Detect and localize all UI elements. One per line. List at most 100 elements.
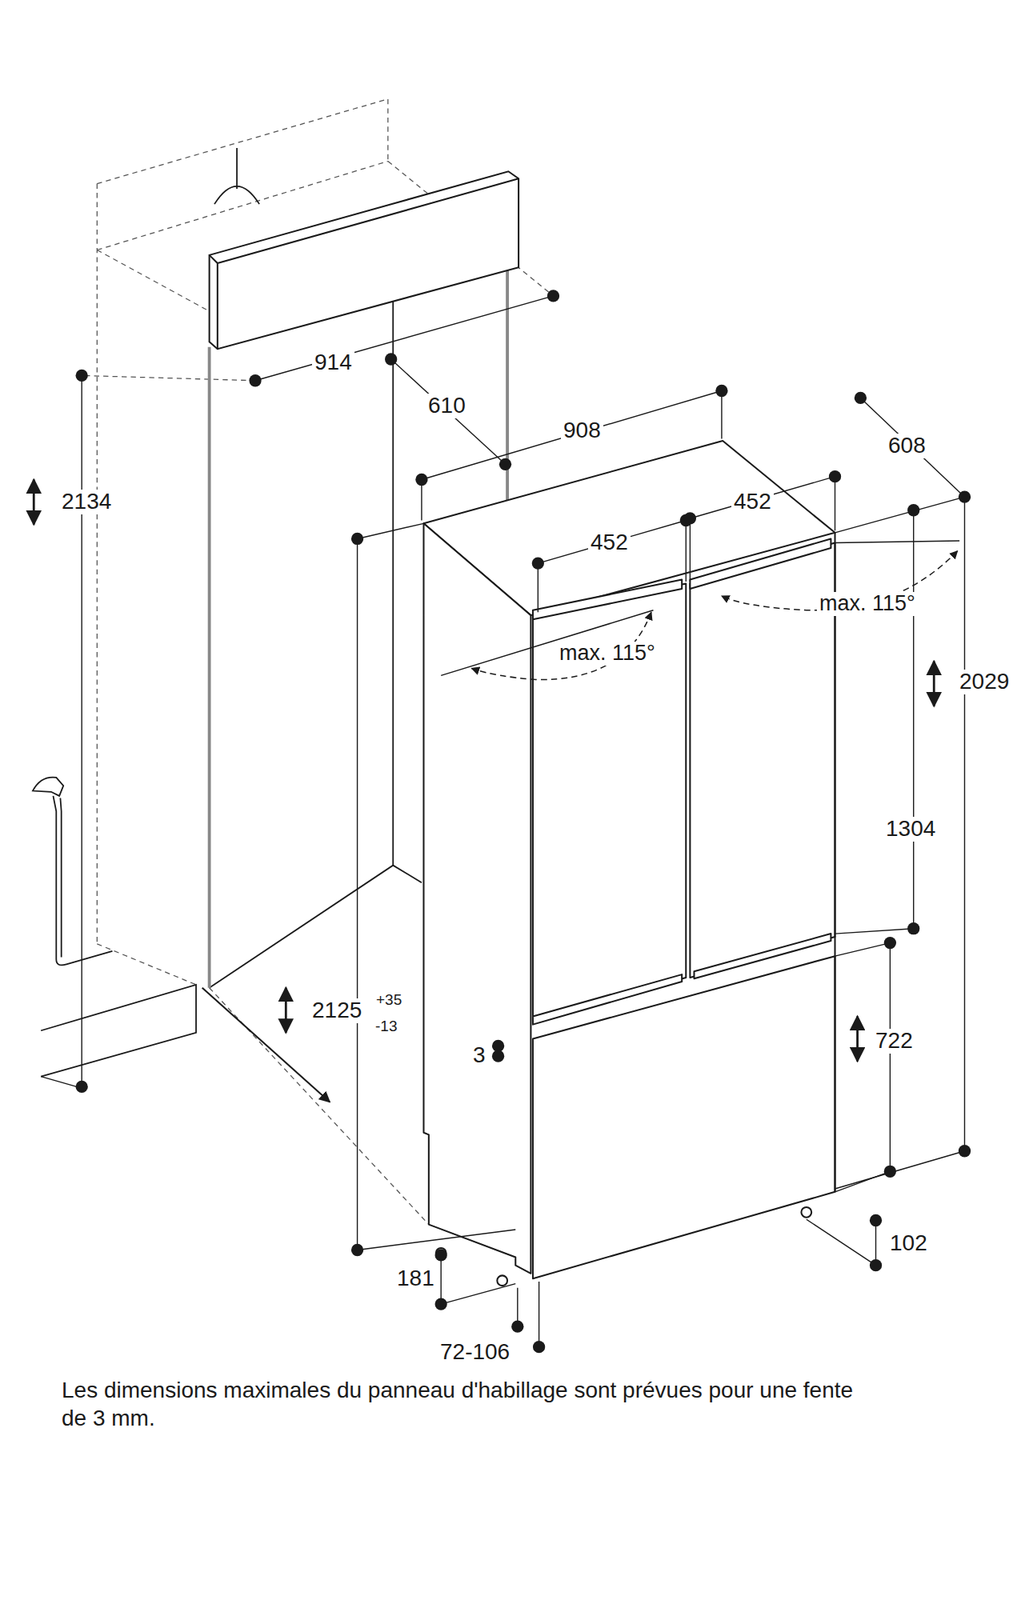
dimension-label: 102 [887,1231,930,1257]
dimension-line [391,359,506,465]
dimension-line [356,538,358,1250]
niche-wall [40,984,197,1078]
water-tap [52,796,113,966]
refrigerator [532,584,686,1021]
adjust-arrow [33,479,934,1062]
door-swing [440,540,960,681]
dimension-label: 3 [470,1043,489,1069]
dimension-line [255,296,553,381]
refrigerator [693,933,831,979]
dimension-dot [499,458,512,471]
angle-label: max. 115° [556,641,658,666]
refrigerator [532,956,836,1279]
electrical-symbol [214,186,260,205]
dimension-dot [435,1297,448,1310]
dimension-line [537,518,690,613]
dimension-label: 908 [560,418,604,444]
dimension-dot [684,512,697,525]
refrigerator [532,974,682,1025]
dimension-label: -13 [372,1018,400,1036]
soffit-box [209,178,519,349]
dimension-label: 2125 [309,998,365,1024]
dimension-label: 72-106 [437,1340,513,1366]
refrigerator [496,1275,508,1286]
dimension-dot [351,532,364,545]
niche-outline [96,184,98,945]
dimension-dot [511,1321,524,1334]
dimension-label: 722 [872,1029,916,1054]
dimension-dot [76,289,972,1354]
electrical-symbol [214,148,260,205]
niche-outline [96,250,209,313]
dimension-dot [248,374,261,387]
water-tap [32,777,64,797]
dimension-dot [907,922,920,935]
electrical-symbol [236,148,238,189]
dimension-label: 914 [312,350,355,376]
niche-outline [96,99,389,185]
refrigerator [689,543,835,978]
niche-post [208,347,212,989]
dimension-line [40,296,965,1348]
dimension-line [964,496,965,1152]
dimension-line [912,510,914,929]
dimension-dot [958,1145,971,1158]
dimension-label: 181 [394,1266,437,1292]
refrigerator [833,532,836,1193]
dimension-dot [76,369,89,382]
dimension-dot [351,1244,364,1257]
dimension-dot [76,1081,89,1094]
dimension-dot [435,1249,448,1262]
niche-wall [392,300,394,865]
caption-note: Les dimensions maximales du panneau d'ha… [61,1376,870,1433]
dimension-line [357,523,517,1250]
dimension-label: 2134 [59,489,114,515]
adjust-arrow [284,988,288,1034]
dimension-line [835,943,891,1193]
dimension-line [80,375,82,1087]
dimension-label: 452 [588,530,631,556]
water-tap [32,777,113,966]
water-tap [60,797,61,957]
dimension-line [835,928,914,934]
adjust-arrow [32,479,36,525]
dimension-dot [384,352,397,365]
dimension-line [537,520,686,565]
dimension-line [689,476,835,519]
dimension-dot [884,936,897,949]
refrigerator [423,523,531,1274]
dimension-dot [907,504,920,517]
dimension-label: 608 [885,433,929,459]
dimension-dot [869,1259,882,1272]
dimension-line [440,1255,516,1305]
dimension-dot [715,384,728,397]
dimension-dot [869,1214,882,1227]
refrigerator [423,440,835,1286]
refrigerator [532,579,682,620]
dimension-line [860,397,965,497]
angle-label: max. 115° [816,592,918,617]
dimension-label: +35 [373,992,405,1009]
niche-outline [81,375,256,381]
dimension-line [421,391,722,521]
door-swing [835,540,961,544]
niche-wall [40,300,422,1077]
dimension-dot [532,1341,545,1354]
soffit-box [209,171,519,349]
refrigerator [800,1207,812,1218]
dimension-line [806,1219,877,1266]
dimension-dot [415,473,428,486]
dimension-label: 452 [731,489,774,515]
refrigerator [689,538,831,589]
dimension-dot [547,289,560,302]
dimension-dot [884,1165,897,1178]
niche-wall [209,865,422,989]
dimension-dot [854,392,867,405]
adjust-arrow [932,661,936,707]
dimension-dot [532,556,545,569]
dimension-label: 2029 [956,669,1012,695]
dimension-line [40,1077,77,1088]
dimension-line [834,474,836,531]
dimension-line [517,1281,540,1348]
